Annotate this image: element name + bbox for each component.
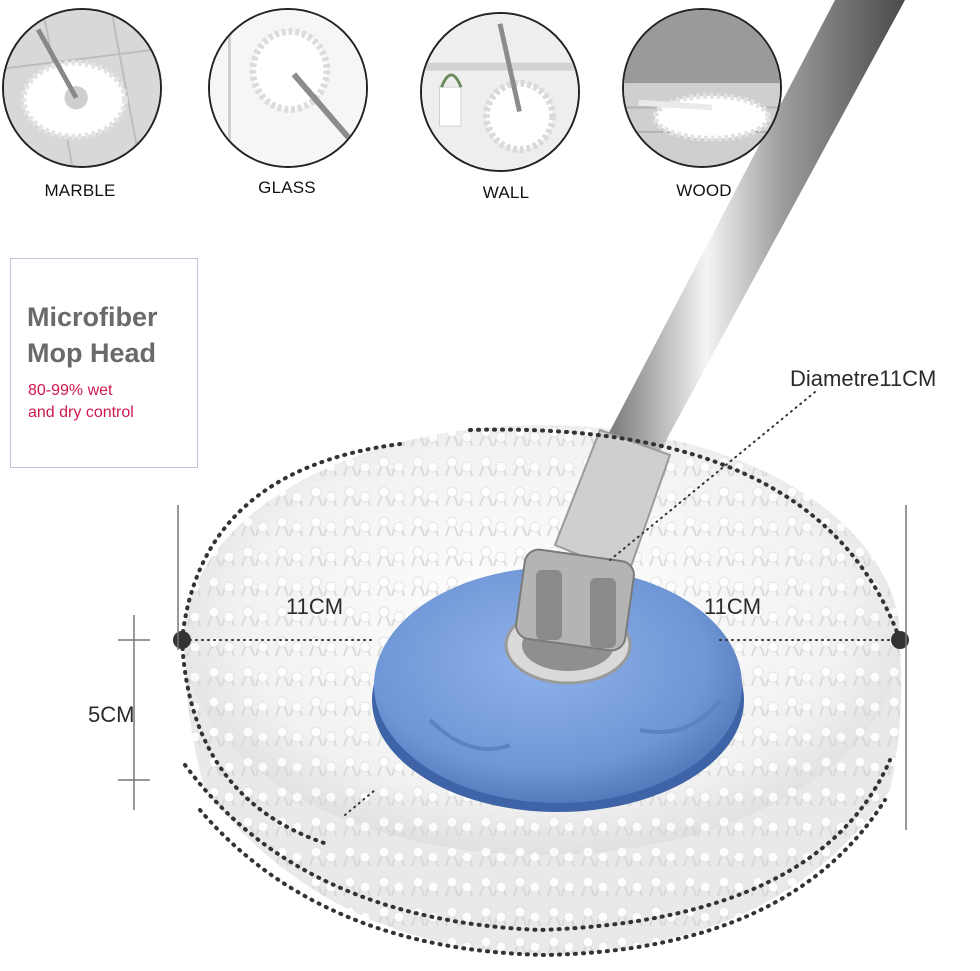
glass-thumbnail xyxy=(208,8,368,168)
height-label: 5CM xyxy=(88,702,135,727)
mop-head xyxy=(184,425,902,955)
right-radius-label: 11CM xyxy=(704,594,762,619)
side-guides xyxy=(118,505,907,830)
wall-cleaning-mop-photo-icon xyxy=(422,14,578,170)
marble-floor-mop-photo-icon xyxy=(4,10,160,166)
info-subtitle-line2: and dry control xyxy=(28,404,134,421)
surface-label-marble: MARBLE xyxy=(44,181,116,200)
diameter-label: Diametre11CM xyxy=(790,366,937,391)
info-subtitle-line1: 80-99% wet xyxy=(28,382,113,399)
mop-handle xyxy=(515,0,905,652)
marble-thumbnail xyxy=(2,8,162,168)
wood-thumbnail xyxy=(622,8,782,168)
left-radius-label: 11CM xyxy=(286,594,344,619)
wall-thumbnail xyxy=(420,12,580,172)
surface-label-wood: WOOD xyxy=(676,181,732,200)
dimension-guides xyxy=(180,391,902,958)
surface-label-glass: GLASS xyxy=(258,178,316,197)
wood-floor-mop-photo-icon xyxy=(624,10,780,166)
info-title-line2: Mop Head xyxy=(27,338,157,368)
surface-label-wall: WALL xyxy=(482,183,530,202)
info-title: Microfiber Mop Head xyxy=(27,299,202,371)
right-measure-point xyxy=(891,631,909,649)
info-subtitle: 80-99% wet and dry control xyxy=(28,380,193,424)
glass-cleaning-mop-photo-icon xyxy=(210,10,366,166)
info-title-line1: Microfiber xyxy=(27,302,158,332)
left-measure-point xyxy=(173,631,191,649)
info-card: Microfiber Mop Head 80-99% wet and dry c… xyxy=(10,258,198,468)
